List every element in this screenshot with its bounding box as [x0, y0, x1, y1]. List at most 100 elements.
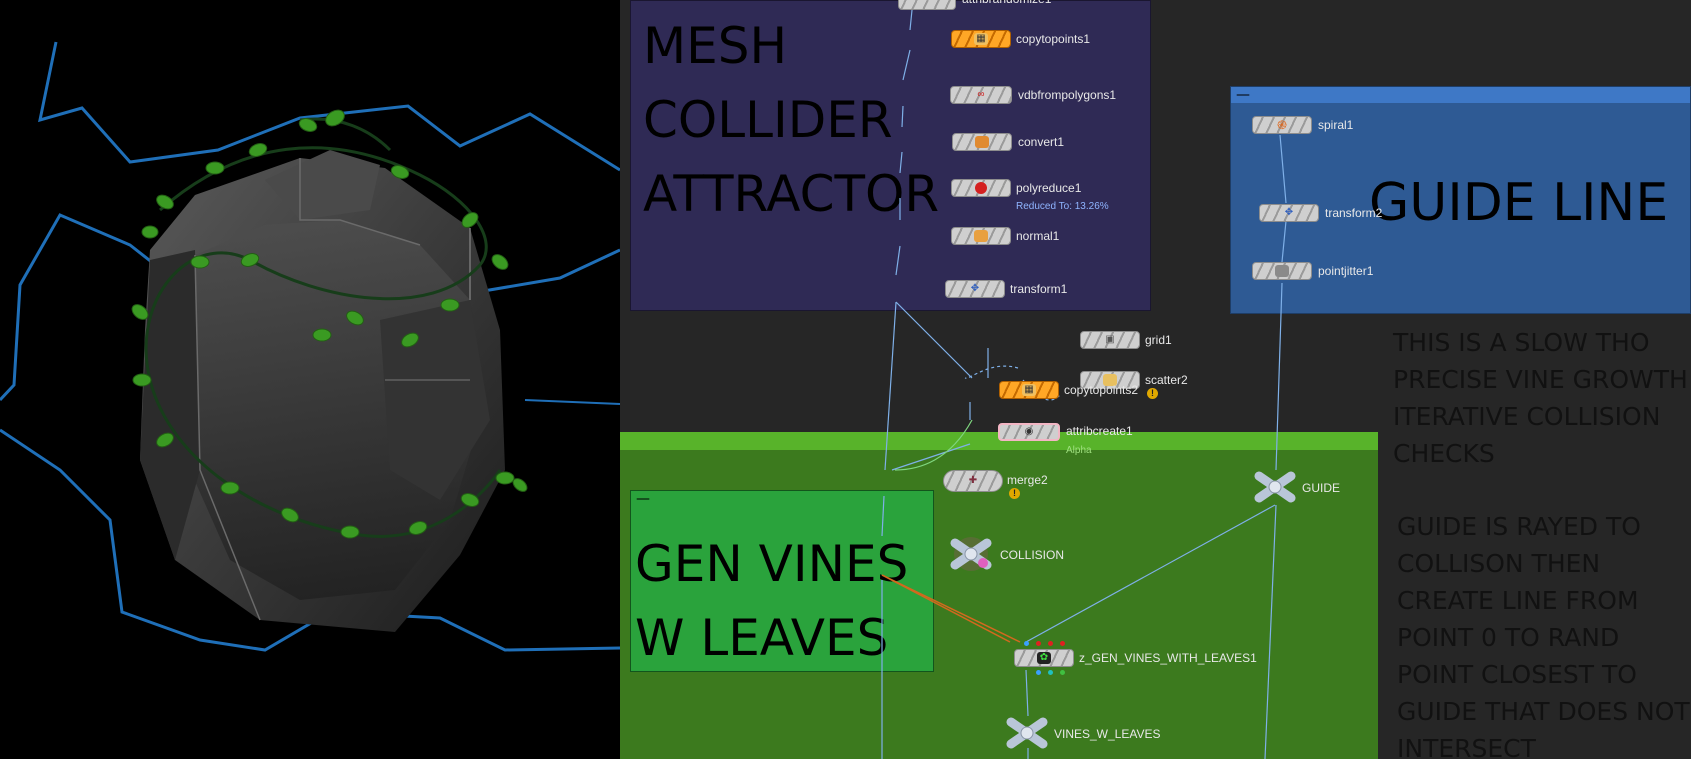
copy-icon: ▦ — [974, 33, 988, 45]
node-guide-label: GUIDE — [1302, 481, 1341, 495]
leaves — [131, 109, 528, 539]
node-pointjitter1[interactable] — [1252, 262, 1312, 280]
network-editor[interactable]: MESH COLLIDER ATTRACTOR — GUIDE LINE — G… — [620, 0, 1691, 759]
input-connector[interactable] — [1048, 641, 1053, 646]
viewport-3d[interactable] — [0, 0, 620, 759]
node-spiral1[interactable]: ֎ — [1252, 116, 1312, 134]
output-connector[interactable] — [1048, 670, 1053, 675]
node-spiral1-label: spiral1 — [1318, 118, 1354, 132]
collapse-icon[interactable]: — — [1236, 87, 1250, 103]
node-scatter2-label: scatter2 — [1145, 373, 1188, 387]
note-guide-line5: POINT CLOSEST TO — [1397, 660, 1637, 689]
jitter-icon — [1275, 265, 1289, 277]
netbox-guide-line[interactable]: — GUIDE LINE — [1230, 86, 1691, 314]
mesh-title-line3: ATTRACTOR — [643, 165, 940, 223]
note-slow-line4: CHECKS — [1393, 439, 1495, 468]
mesh-title-line1: MESH — [643, 17, 788, 75]
note-guide-line4: POINT 0 TO RAND — [1397, 623, 1620, 652]
node-polyreduce1-info: Reduced To: 13.26% — [1016, 201, 1109, 212]
netbox-gen-title: GEN VINES W LEAVES — [635, 527, 908, 675]
node-copytopoints2[interactable]: ▦ — [999, 381, 1059, 399]
node-copytopoints2-label: copytopoints2 — [1064, 383, 1139, 397]
node-polyreduce1-label: polyreduce1 — [1016, 181, 1082, 195]
output-connector[interactable] — [1036, 670, 1041, 675]
netbox-vines-titlebar[interactable] — [620, 432, 1378, 450]
node-attribcreate1-label: attribcreate1 — [1066, 424, 1133, 438]
note-guide-line1: GUIDE IS RAYED TO — [1397, 512, 1641, 541]
rock-mesh — [140, 150, 505, 632]
normal-icon — [974, 230, 988, 242]
note-guide-description: GUIDE IS RAYED TO COLLISON THEN CREATE L… — [1397, 508, 1690, 759]
node-transform2-label: transform2 — [1325, 206, 1383, 220]
copy-icon: ▦ — [1022, 384, 1036, 396]
convert-icon — [975, 136, 989, 148]
note-guide-line3: CREATE LINE FROM — [1397, 586, 1639, 615]
input-connector[interactable] — [1036, 641, 1041, 646]
node-attribrandomize[interactable] — [898, 0, 956, 10]
netbox-gen-titlebar[interactable]: — — [631, 491, 933, 507]
warning-icon: ! — [1147, 388, 1158, 399]
node-transform1[interactable]: ✥ — [945, 280, 1005, 298]
note-guide-line2: COLLISON THEN — [1397, 549, 1601, 578]
note-guide-line6: GUIDE THAT DOES NOT — [1397, 697, 1690, 726]
vdb-icon: ∞ — [977, 89, 985, 100]
node-attribcreate1-info: Alpha — [1066, 445, 1092, 456]
grid-icon: ▣ — [1105, 334, 1115, 345]
note-slow-line2: PRECISE VINE GROWTH — [1393, 365, 1688, 394]
node-vdbfrompolygons1-label: vdbfrompolygons1 — [1018, 88, 1117, 102]
node-scatter2[interactable] — [1080, 371, 1140, 389]
transform-icon: ✥ — [970, 283, 980, 294]
netbox-guide-title: GUIDE LINE — [1369, 173, 1669, 233]
node-vines-w-leaves-label: VINES_W_LEAVES — [1054, 727, 1161, 741]
node-copytopoints1[interactable]: ▦ — [951, 30, 1011, 48]
note-slow-line1: THIS IS A SLOW THO — [1393, 328, 1650, 357]
node-pointjitter1-label: pointjitter1 — [1318, 264, 1374, 278]
node-vines-w-leaves[interactable] — [1006, 716, 1048, 750]
scatter-icon — [1103, 374, 1117, 386]
node-wires — [881, 9, 1287, 759]
node-merge2-label: merge2 — [1007, 473, 1048, 487]
gen-title-line2: W LEAVES — [635, 609, 889, 667]
netbox-mesh-title: MESH COLLIDER ATTRACTOR — [643, 9, 939, 231]
node-normal1-label: normal1 — [1016, 229, 1060, 243]
node-attribcreate1[interactable]: ◉ — [998, 423, 1060, 441]
node-convert1[interactable] — [952, 133, 1012, 151]
mesh-title-line2: COLLIDER — [643, 91, 893, 149]
node-normal1[interactable] — [951, 227, 1011, 245]
netbox-mesh-collider[interactable]: MESH COLLIDER ATTRACTOR — [630, 0, 1151, 311]
input-connector[interactable] — [1024, 641, 1029, 646]
node-transform1-label: transform1 — [1010, 282, 1068, 296]
output-connector[interactable] — [1060, 670, 1065, 675]
node-gen-vines[interactable]: ✿ — [1014, 649, 1074, 667]
transform-icon: ✥ — [1284, 207, 1294, 218]
node-attribrandomize-label: attribrandomize1 — [962, 0, 1051, 6]
vine-icon: ✿ — [1037, 652, 1051, 664]
node-collision[interactable] — [950, 536, 992, 572]
node-vdbfrompolygons1[interactable]: ∞ — [950, 86, 1012, 104]
collapse-icon[interactable]: — — [636, 491, 650, 507]
node-grid1-label: grid1 — [1145, 333, 1172, 347]
node-convert1-label: convert1 — [1018, 135, 1065, 149]
node-polyreduce1[interactable] — [951, 179, 1011, 197]
warning-icon: ! — [1009, 488, 1020, 499]
polyreduce-icon — [975, 182, 987, 194]
input-connector[interactable] — [1060, 641, 1065, 646]
node-guide[interactable] — [1254, 470, 1296, 504]
merge-icon: ✚ — [968, 475, 978, 486]
attrib-icon — [920, 0, 934, 7]
guide-curve-bottom — [0, 428, 620, 652]
node-merge2[interactable]: ✚ — [943, 470, 1003, 492]
guide-curve — [38, 41, 620, 172]
node-transform2[interactable]: ✥ — [1259, 204, 1319, 222]
guide-curve-right — [524, 399, 620, 405]
viewport-scene — [0, 41, 620, 652]
note-slow-precise: THIS IS A SLOW THO PRECISE VINE GROWTH I… — [1393, 324, 1688, 472]
note-slow-line3: ITERATIVE COLLISION — [1393, 402, 1661, 431]
note-guide-line7: INTERSECT — [1397, 734, 1536, 759]
gen-title-line1: GEN VINES — [635, 535, 909, 593]
netbox-guide-titlebar[interactable]: — — [1231, 87, 1690, 103]
node-gen-vines-label: z_GEN_VINES_WITH_LEAVES1 — [1079, 651, 1257, 665]
node-grid1[interactable]: ▣ — [1080, 331, 1140, 349]
node-collision-label: COLLISION — [1000, 548, 1065, 562]
node-copytopoints1-label: copytopoints1 — [1016, 32, 1091, 46]
